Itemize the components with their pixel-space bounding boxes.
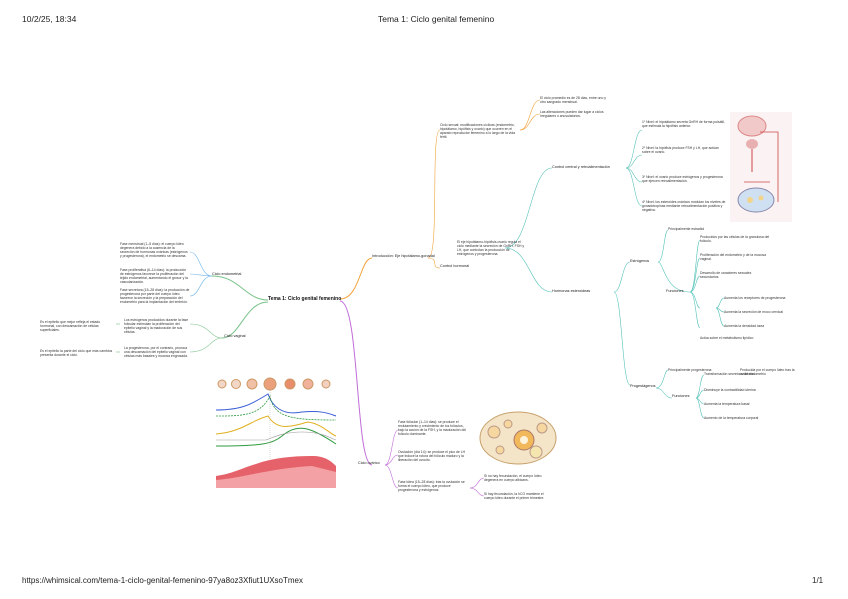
print-title: Tema 1: Ciclo genital femenino (378, 14, 495, 24)
progestogen-item-1: Principalmente progesterona (668, 368, 712, 372)
node-ciclo-endometrial[interactable]: Ciclo endometrial (212, 272, 242, 276)
node-progestogen-funciones[interactable]: Funciones (672, 394, 690, 398)
hormonal-text: El eje hipotálamo-hipófisis-ovario regul… (457, 240, 525, 257)
vaginal-text-2: La progesterona, por el contrario, provo… (124, 346, 188, 359)
mindmap-center-node[interactable]: Tema 1: Ciclo genital femenino (268, 296, 342, 302)
central-text-4: 4º Nivel: los esteroides ováricos modula… (642, 200, 726, 213)
node-control-central[interactable]: Control central y retroalimentación (552, 165, 610, 169)
endometrial-text-1: Fase menstrual (1–5 días): el cuerpo lút… (120, 242, 188, 259)
vaginal-side-note-1: Es el epitelio que mejor refleja el esta… (40, 320, 101, 333)
ovary-histology-image (479, 411, 557, 465)
node-control-hormonal[interactable]: Control hormonal (440, 264, 470, 268)
menstrual-cycle-chart-image (212, 376, 340, 496)
estrogen-item-4: Desarrollo de caracteres sexuales secund… (700, 271, 752, 280)
estrogen-function-1: Aumenta los receptores de progesterona (724, 296, 786, 300)
central-text-3: 3º Nivel: el ovario produce estrógenos y… (642, 175, 723, 184)
estrogen-function-4: Actúa sobre el metabolismo lipídico (700, 336, 754, 340)
central-text-1: 1º Nivel: el hipotálamo secreta GnRH de … (642, 120, 725, 129)
node-hormonas-esteroideas[interactable]: Hormonas esteroideas (552, 289, 591, 293)
progestogen-function-3: Aumenta la temperatura basal (704, 402, 750, 406)
vaginal-side-note-2: Es el epitelio la parte del ciclo que má… (40, 349, 113, 358)
ovarian-text-1: Fase folicular (1–14 días): se produce e… (398, 420, 467, 437)
print-page-number: 1/1 (812, 576, 824, 585)
endometrial-text-3: Fase secretora (15–28 días): la producci… (120, 288, 190, 305)
endometrial-text-2: Fase proliferativa (6–14 días): la produ… (120, 268, 188, 285)
estrogen-function-3: Aumenta la densidad ósea (724, 324, 765, 328)
vaginal-text-1: Los estrógenos producidos durante la fas… (124, 318, 189, 335)
estrogen-item-3: Proliferación del endometrio y de la muc… (700, 253, 766, 262)
estrogen-item-1: Principalmente estradiol (668, 227, 705, 231)
node-estrogen-funciones[interactable]: Funciones (666, 289, 684, 293)
node-ciclo-ovarico[interactable]: Ciclo ovárico (358, 461, 380, 465)
node-progestagenos[interactable]: Progestágenos (630, 384, 656, 388)
intro-note-2: Las alteraciones pueden dar lugar a cicl… (540, 110, 604, 119)
ovarian-note-1: Si no hay fecundación, el cuerpo lúteo d… (484, 474, 542, 483)
print-url[interactable]: https://whimsical.com/tema-1-ciclo-genit… (22, 576, 303, 585)
intro-note-1: El ciclo promedio es de 28 días, entre u… (540, 96, 606, 105)
progestogen-item-2: Producida por el cuerpo lúteo tras la ov… (740, 368, 795, 377)
node-estrogenos[interactable]: Estrógenos (630, 259, 650, 263)
progestogen-function-1: Transformación secretora del endometrio (704, 372, 766, 376)
estrogen-function-2: Aumenta la secreción de moco cervical (724, 310, 783, 314)
node-introduccion[interactable]: Introducción: Eje hipotálamo-gonadal (372, 254, 435, 258)
ovarian-text-3: Fase lútea (15–28 días): tras la ovulaci… (398, 480, 465, 493)
estrogen-item-2: Producidos por las células de la granulo… (700, 235, 770, 244)
central-text-2: 2º Nivel: la hipófisis produce FSH y LH,… (642, 146, 719, 155)
ovarian-note-2: Si hay fecundación, la hCG mantiene el c… (484, 492, 545, 501)
hormonal-axis-diagram (730, 112, 792, 222)
intro-text: Ciclo sexual: modificaciones cíclicas (e… (440, 123, 516, 140)
print-datetime: 10/2/25, 18:34 (22, 14, 77, 24)
progestogen-function-2: Disminuye la contractilidad uterina (704, 388, 756, 392)
ovarian-text-2: Ovulación (día 14): se produce el pico d… (398, 450, 466, 463)
progestogen-function-4: Aumento de la temperatura corporal (704, 416, 759, 420)
node-ciclo-vaginal[interactable]: Ciclo vaginal (224, 334, 246, 338)
